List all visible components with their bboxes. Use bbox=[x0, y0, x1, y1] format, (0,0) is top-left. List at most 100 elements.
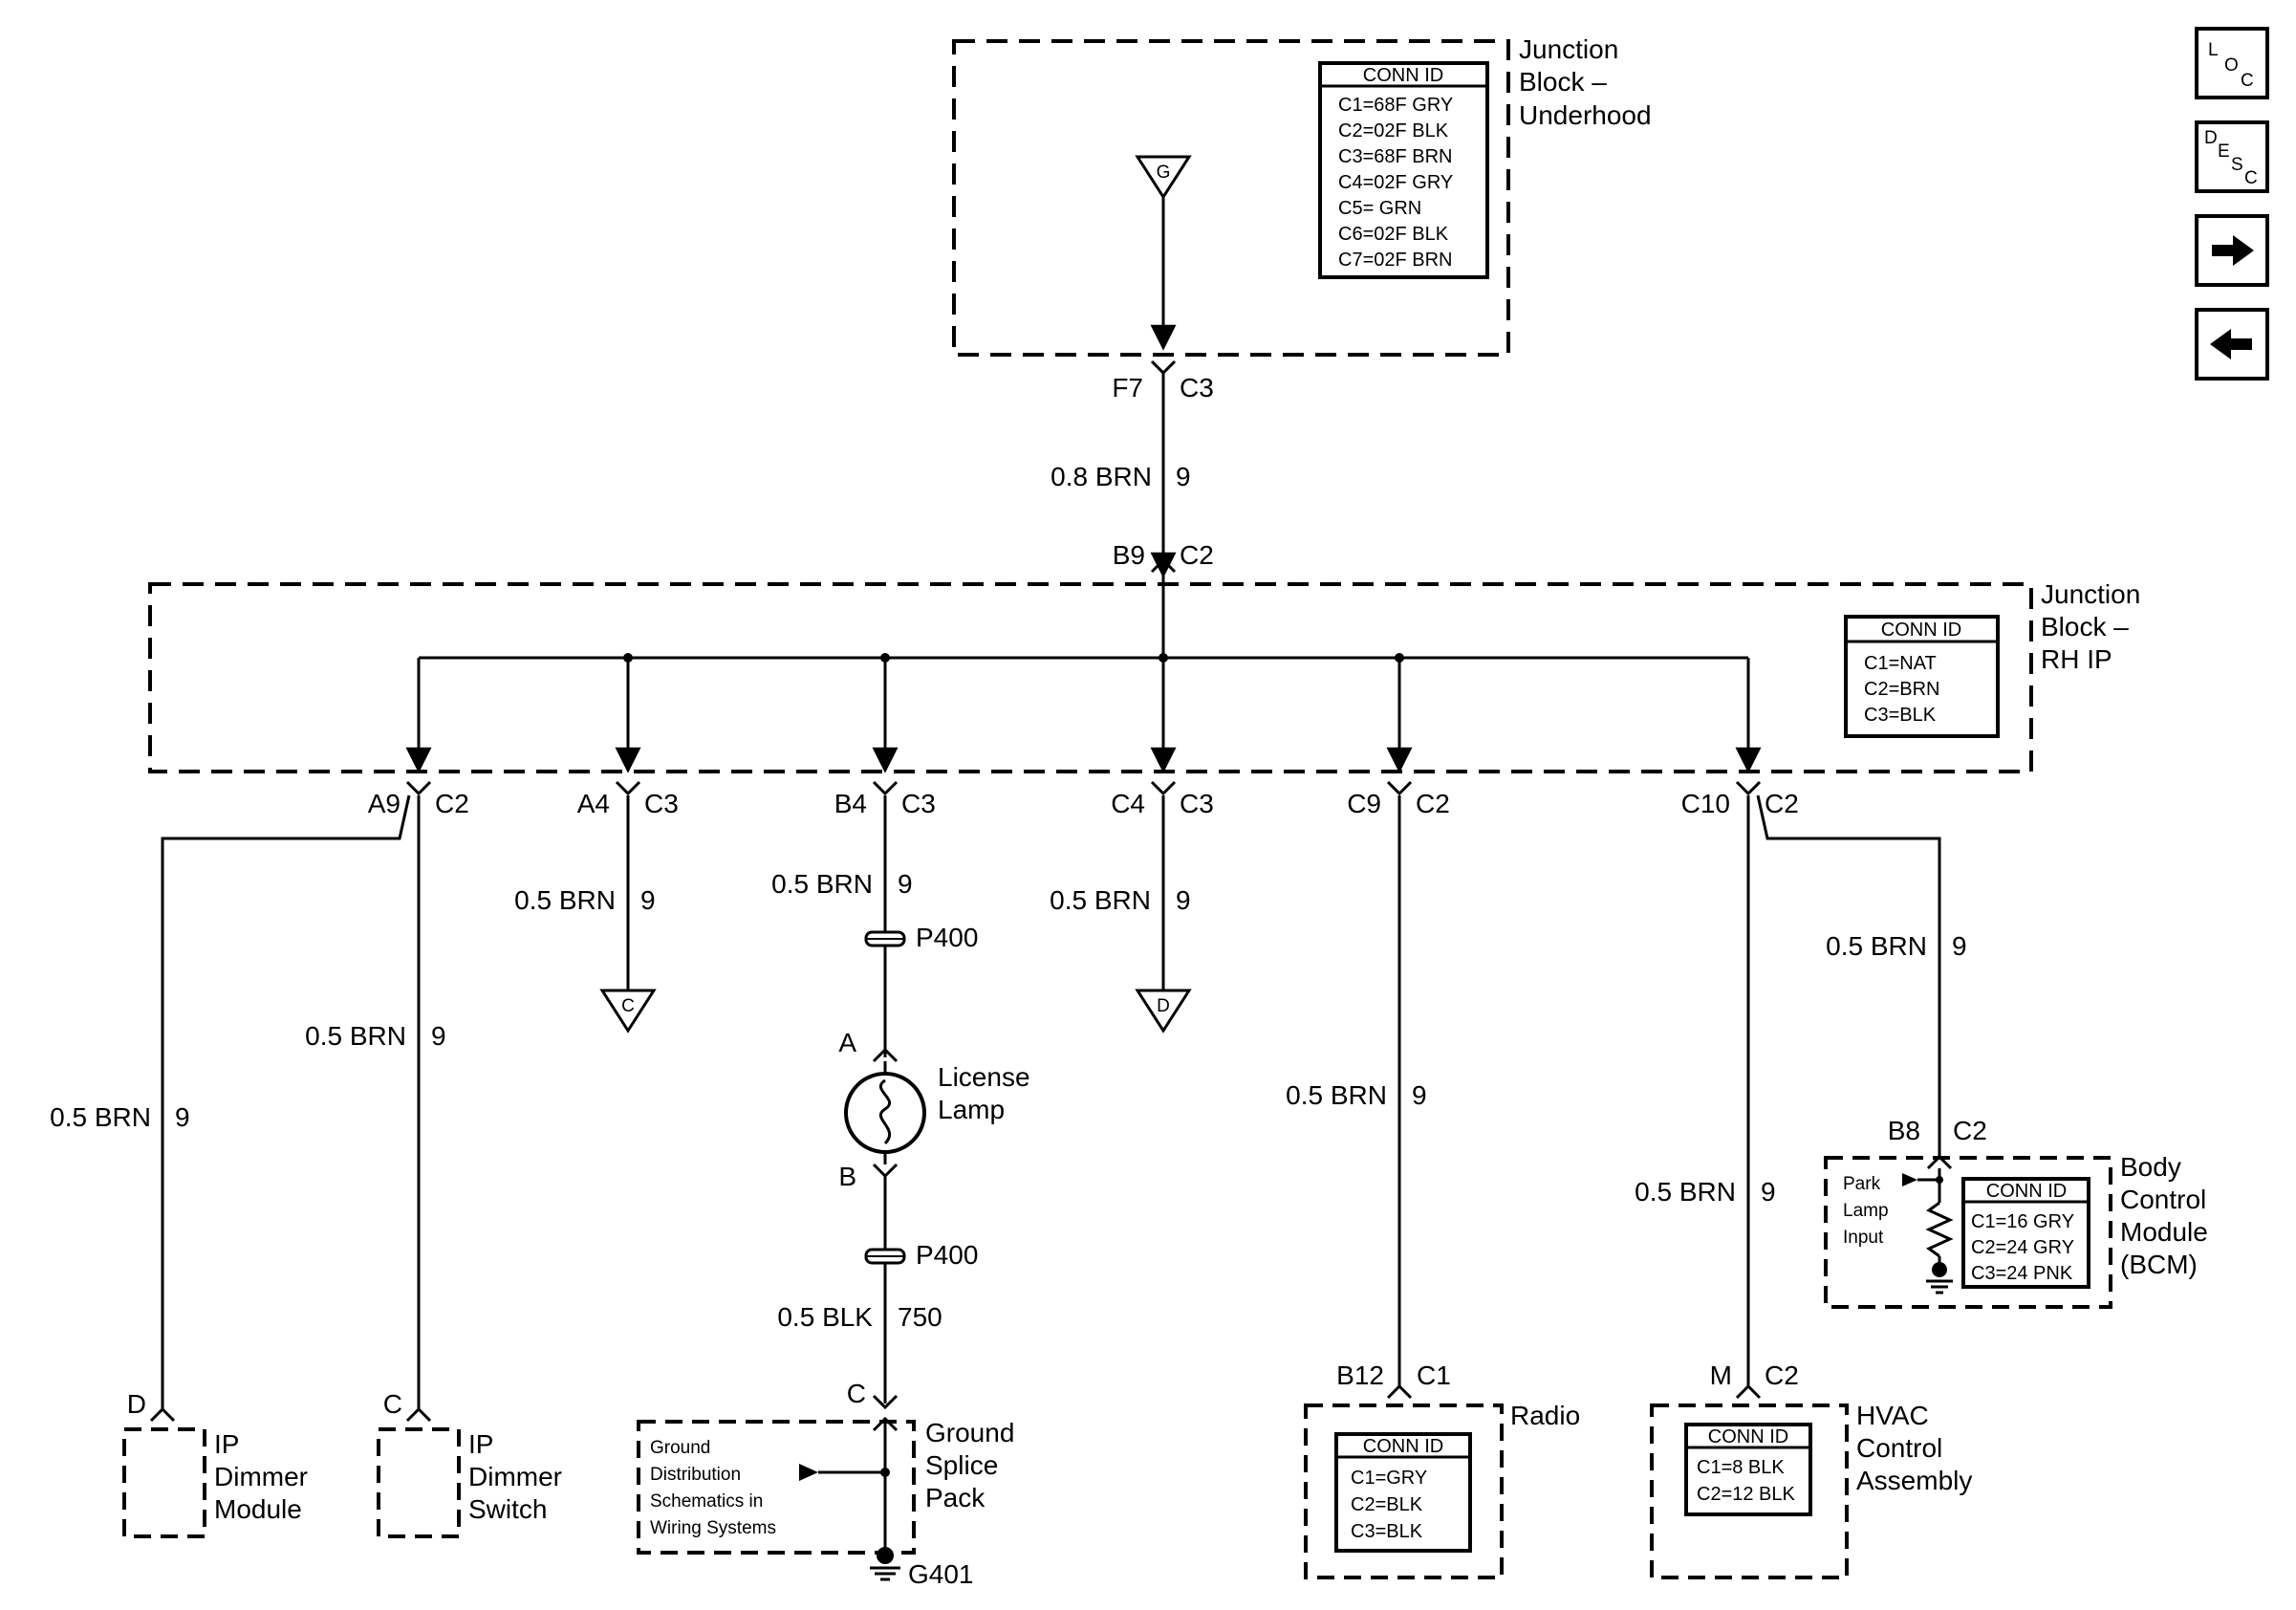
svg-text:A: A bbox=[838, 1028, 856, 1057]
svg-text:Junction: Junction bbox=[1519, 34, 1618, 64]
svg-text:C2: C2 bbox=[1416, 789, 1450, 818]
connector-b4: B4 C3 bbox=[834, 780, 936, 818]
svg-text:C6=02F BLK: C6=02F BLK bbox=[1338, 224, 1449, 245]
loc-button[interactable]: L O C bbox=[2195, 27, 2269, 99]
svg-text:B8: B8 bbox=[1888, 1116, 1920, 1145]
svg-text:C7=02F BRN: C7=02F BRN bbox=[1338, 250, 1453, 271]
svg-text:Junction: Junction bbox=[2041, 579, 2140, 609]
svg-text:Module: Module bbox=[214, 1494, 302, 1524]
svg-text:C: C bbox=[847, 1379, 866, 1408]
connector-splice-c: C bbox=[847, 1379, 899, 1410]
svg-text:Underhood: Underhood bbox=[1519, 100, 1652, 130]
source-g-symbol: G bbox=[1135, 155, 1192, 200]
svg-text:License: License bbox=[938, 1062, 1030, 1092]
svg-text:C1=GRY: C1=GRY bbox=[1351, 1468, 1427, 1489]
svg-text:C1=16 GRY: C1=16 GRY bbox=[1971, 1211, 2074, 1232]
svg-text:Wiring Systems: Wiring Systems bbox=[650, 1518, 776, 1538]
circuit-label-ground: 750 bbox=[898, 1302, 942, 1332]
svg-text:D: D bbox=[2204, 128, 2218, 148]
wire-label-bcm: 0.5 BRN bbox=[1826, 931, 1927, 961]
svg-text:Dimmer: Dimmer bbox=[214, 1462, 308, 1491]
svg-text:S: S bbox=[2231, 155, 2243, 175]
back-button[interactable] bbox=[2195, 308, 2269, 381]
connector-c10: C10 C2 bbox=[1681, 780, 1799, 818]
svg-text:C3=BLK: C3=BLK bbox=[1864, 705, 1937, 726]
svg-text:P400: P400 bbox=[916, 1240, 978, 1270]
connector-a9: A9 C2 bbox=[368, 780, 469, 818]
svg-text:C1: C1 bbox=[1417, 1360, 1451, 1390]
splice-p400-bottom: P400 bbox=[864, 1240, 978, 1270]
svg-text:C2: C2 bbox=[1953, 1116, 1987, 1145]
svg-text:Block –: Block – bbox=[2041, 612, 2129, 642]
svg-text:E: E bbox=[2218, 141, 2230, 162]
svg-text:C5= GRN: C5= GRN bbox=[1338, 198, 1421, 219]
svg-text:B9: B9 bbox=[1113, 540, 1145, 570]
svg-text:Assembly: Assembly bbox=[1856, 1466, 1972, 1495]
svg-text:C3: C3 bbox=[1180, 373, 1214, 402]
svg-text:C2: C2 bbox=[1765, 789, 1799, 818]
svg-text:Body: Body bbox=[2120, 1152, 2181, 1182]
junction-block-underhood: Junction Block – Underhood CONN ID C1=68… bbox=[952, 34, 1652, 357]
forward-button[interactable] bbox=[2195, 214, 2269, 287]
svg-text:C3=24 PNK: C3=24 PNK bbox=[1971, 1263, 2073, 1284]
conn-id-table-rh-ip: CONN ID C1=NAT C2=BRN C3=BLK bbox=[1844, 615, 2000, 738]
radio: B12 C1 Radio CONN ID C1=GRY C2=BLK C3=BL… bbox=[1304, 1360, 1580, 1579]
circuit-label-bcm: 9 bbox=[1952, 931, 1967, 961]
wire-label-a4: 0.5 BRN bbox=[514, 885, 616, 915]
svg-text:C3: C3 bbox=[644, 789, 679, 818]
svg-text:Lamp: Lamp bbox=[1843, 1201, 1889, 1221]
svg-text:C2=BRN: C2=BRN bbox=[1864, 679, 1939, 700]
svg-text:CONN ID: CONN ID bbox=[1986, 1181, 2067, 1202]
svg-text:C2=24 GRY: C2=24 GRY bbox=[1971, 1237, 2074, 1258]
wire-label-main: 0.8 BRN bbox=[1051, 462, 1152, 491]
svg-text:C: C bbox=[383, 1389, 402, 1419]
ground-symbol-c: C bbox=[599, 989, 657, 1033]
svg-text:B: B bbox=[838, 1162, 856, 1191]
wire-label-ground: 0.5 BLK bbox=[777, 1302, 873, 1332]
svg-text:Switch: Switch bbox=[468, 1494, 547, 1524]
svg-text:Control: Control bbox=[2120, 1185, 2206, 1214]
svg-text:D: D bbox=[127, 1389, 146, 1419]
circuit-label-hvac: 9 bbox=[1761, 1177, 1776, 1207]
circuit-label-a4: 9 bbox=[640, 885, 656, 915]
svg-text:C4: C4 bbox=[1111, 789, 1145, 818]
svg-text:Schematics in: Schematics in bbox=[650, 1491, 763, 1512]
svg-text:C3=BLK: C3=BLK bbox=[1351, 1521, 1423, 1542]
svg-text:B12: B12 bbox=[1336, 1360, 1384, 1390]
svg-text:Control: Control bbox=[1856, 1433, 1942, 1463]
wire-label-c4: 0.5 BRN bbox=[1050, 885, 1151, 915]
back-arrow-icon bbox=[2210, 329, 2252, 359]
svg-text:Distribution: Distribution bbox=[650, 1465, 741, 1485]
svg-text:CONN ID: CONN ID bbox=[1881, 620, 1961, 641]
svg-text:CONN ID: CONN ID bbox=[1363, 65, 1443, 86]
svg-text:A9: A9 bbox=[368, 789, 401, 818]
svg-text:Park: Park bbox=[1843, 1174, 1881, 1194]
svg-text:IP: IP bbox=[214, 1429, 239, 1459]
svg-text:C3: C3 bbox=[1180, 789, 1214, 818]
svg-text:Ground: Ground bbox=[925, 1418, 1014, 1447]
svg-text:Input: Input bbox=[1843, 1228, 1884, 1248]
svg-text:C: C bbox=[621, 996, 635, 1016]
svg-text:IP: IP bbox=[468, 1429, 493, 1459]
connector-c9: C9 C2 bbox=[1347, 780, 1450, 818]
svg-text:(BCM): (BCM) bbox=[2120, 1250, 2198, 1279]
svg-text:P400: P400 bbox=[916, 923, 978, 952]
license-lamp: A B License Lamp bbox=[838, 1028, 1029, 1191]
svg-text:RH IP: RH IP bbox=[2041, 644, 2112, 674]
ip-dimmer-module: D IP Dimmer Module bbox=[122, 1389, 308, 1538]
svg-text:Dimmer: Dimmer bbox=[468, 1462, 562, 1491]
body-control-module: B8 C2 Body Control Module (BCM) Park Lam… bbox=[1824, 1116, 2208, 1309]
circuit-label-radio: 9 bbox=[1412, 1080, 1427, 1110]
svg-text:C1=8 BLK: C1=8 BLK bbox=[1697, 1457, 1785, 1478]
svg-text:C3: C3 bbox=[901, 789, 936, 818]
svg-text:F7: F7 bbox=[1112, 373, 1143, 402]
wire-label-dimmer-switch: 0.5 BRN bbox=[305, 1021, 406, 1051]
svg-text:C1=NAT: C1=NAT bbox=[1864, 653, 1937, 674]
svg-text:G: G bbox=[1157, 163, 1171, 183]
wire-label-b4: 0.5 BRN bbox=[771, 869, 873, 899]
svg-text:Ground: Ground bbox=[650, 1438, 710, 1458]
desc-button[interactable]: D E S C bbox=[2195, 120, 2269, 193]
connector-c4: C4 C3 bbox=[1111, 780, 1214, 818]
svg-text:C: C bbox=[2241, 71, 2254, 91]
